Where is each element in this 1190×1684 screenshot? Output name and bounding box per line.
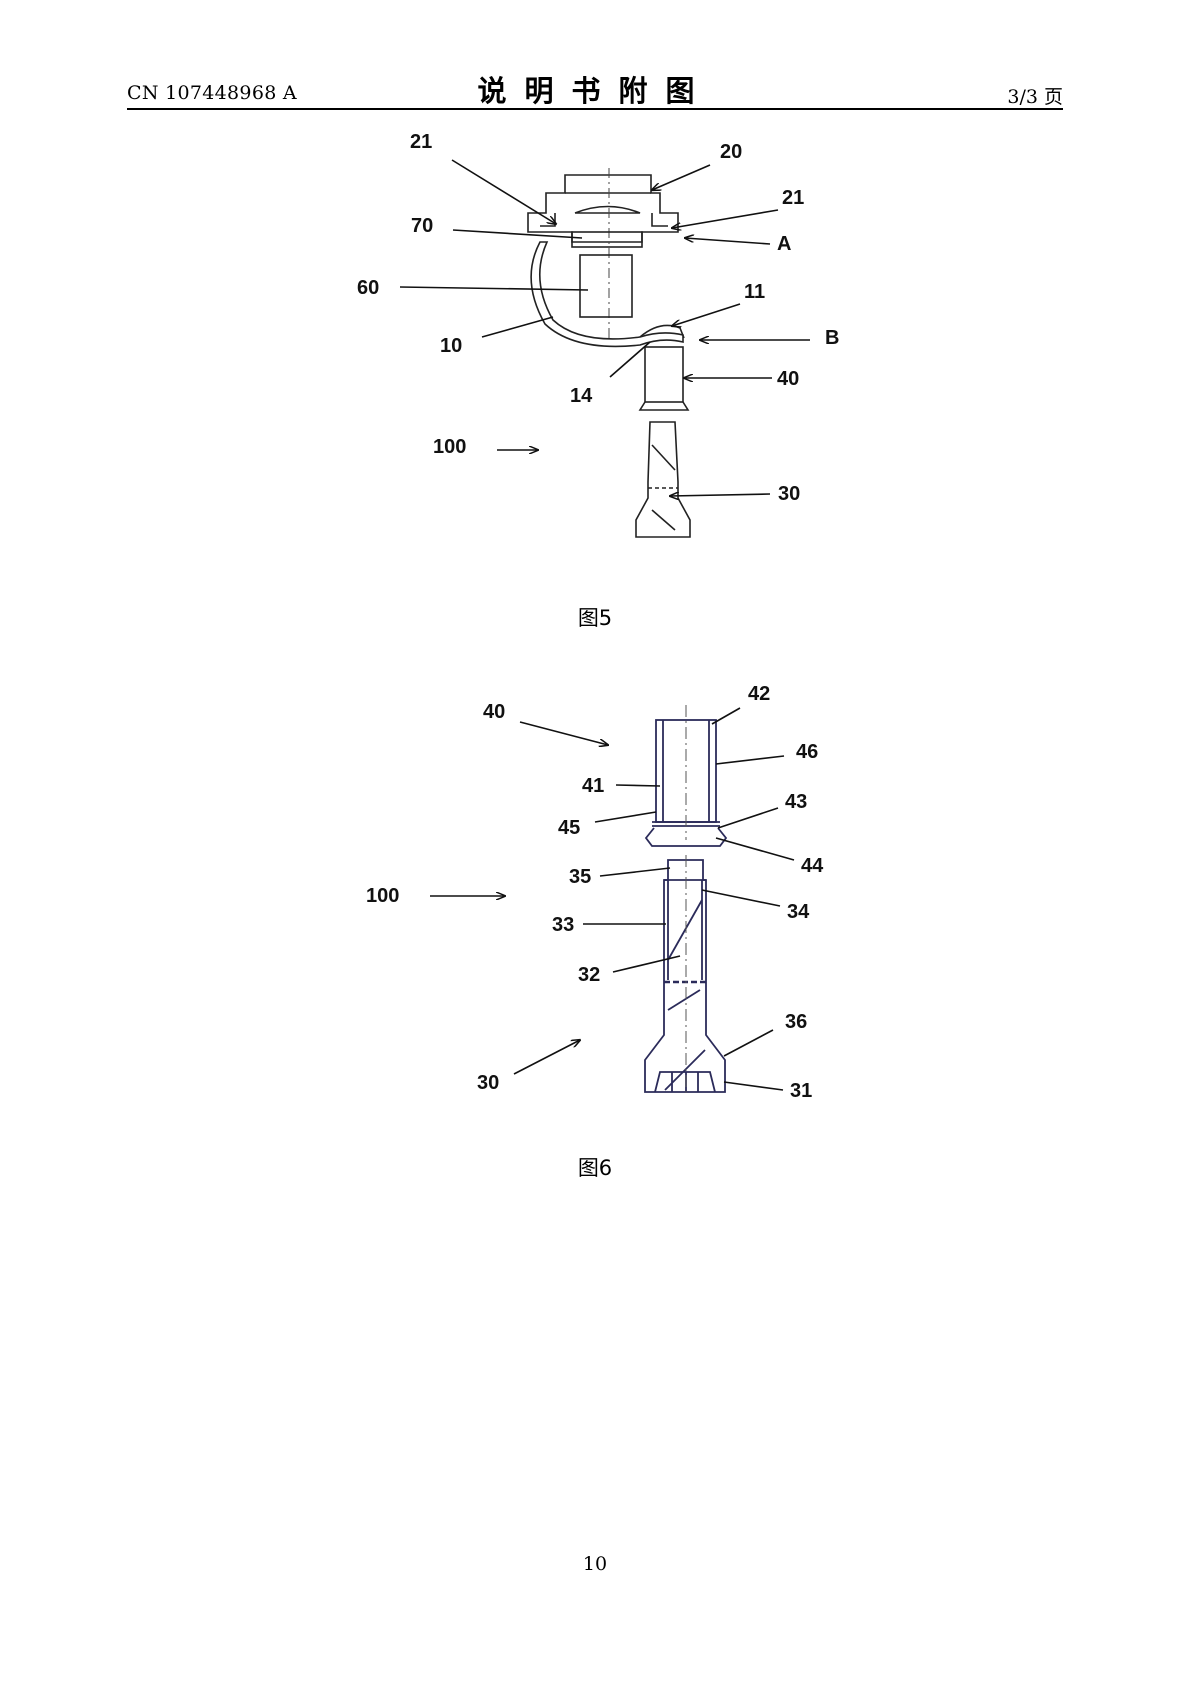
fig5-part-11-tab (639, 324, 685, 339)
fig6-label-32: 32 (578, 964, 600, 986)
fig6-leader-44 (715, 837, 795, 861)
fig5-leader-70 (452, 229, 583, 239)
fig6-part-44-flange (644, 827, 728, 847)
fig5-label-30: 30 (778, 483, 800, 505)
fig5-label-14: 14 (570, 385, 593, 407)
fig6-label-100: 100 (366, 885, 399, 907)
fig6-label-36: 36 (785, 1011, 807, 1033)
page-indicator: 3/3 页 (1007, 86, 1063, 108)
fig6-label-31: 31 (790, 1080, 812, 1102)
fig6-label-40: 40 (483, 701, 505, 723)
fig5-part-70 (571, 231, 643, 248)
fig5-part-30-pin (635, 421, 691, 538)
fig5-part-60 (579, 254, 633, 318)
fig6-label-45: 45 (558, 817, 580, 839)
fig5-label-70: 70 (411, 215, 433, 237)
fig5-leader-21b (672, 209, 779, 228)
fig6-leader-42 (711, 707, 741, 725)
fig6-leader-46 (715, 755, 785, 765)
figure-5-drawing: 21 20 21 70 A 60 11 10 B 40 14 100 30 (357, 131, 839, 538)
fig6-label-43: 43 (785, 791, 807, 813)
fig6-leader-35 (599, 867, 671, 877)
fig5-leader-10 (481, 316, 554, 338)
fig6-leader-40 (519, 721, 608, 745)
fig5-label-21a: 21 (410, 131, 432, 153)
fig6-leader-41 (615, 784, 661, 787)
fig5-leader-60 (399, 286, 589, 291)
fig5-label-10: 10 (440, 335, 462, 357)
fig6-label-30: 30 (477, 1072, 499, 1094)
fig6-label-34: 34 (787, 901, 810, 923)
fig6-label-33: 33 (552, 914, 574, 936)
figure-6-caption: 图6 (577, 1156, 613, 1180)
fig6-leader-43 (717, 807, 779, 829)
fig6-label-44: 44 (801, 855, 824, 877)
fig5-label-21b: 21 (782, 187, 804, 209)
fig5-label-20: 20 (720, 141, 742, 163)
fig6-label-46: 46 (796, 741, 818, 763)
fig5-leader-11 (672, 303, 741, 326)
fig6-part-30-pin (644, 859, 726, 1093)
fig5-label-40: 40 (777, 368, 799, 390)
fig5-label-A: A (777, 233, 791, 255)
fig6-leader-32 (612, 955, 681, 973)
fig5-leader-21a (451, 159, 556, 224)
fig6-label-42: 42 (748, 683, 770, 705)
page-number: 10 (582, 1553, 608, 1575)
fig5-leader-14 (609, 341, 651, 378)
fig6-leader-34 (701, 889, 781, 907)
figure-5-caption: 图5 (577, 606, 613, 630)
header-rule (127, 108, 1063, 110)
fig6-label-35: 35 (569, 866, 591, 888)
fig6-leader-31 (723, 1081, 784, 1091)
fig5-part-10-arm (530, 241, 684, 348)
fig5-leader-20 (652, 164, 711, 190)
fig5-leader-30 (670, 494, 771, 496)
figure-6-drawing: 40 42 46 41 43 45 44 35 100 34 33 32 36 … (366, 683, 824, 1102)
fig6-leader-45 (594, 811, 657, 823)
fig6-label-41: 41 (582, 775, 604, 797)
fig5-label-100: 100 (433, 436, 466, 458)
fig6-leader-30 (513, 1040, 580, 1075)
page-title: 说明书附图 (477, 74, 713, 108)
fig5-label-B: B (825, 327, 839, 349)
patent-number: CN 107448968 A (127, 82, 297, 104)
fig5-label-11: 11 (744, 281, 765, 303)
fig5-leader-A (685, 238, 771, 245)
fig5-label-60: 60 (357, 277, 379, 299)
fig6-leader-36 (723, 1029, 774, 1057)
